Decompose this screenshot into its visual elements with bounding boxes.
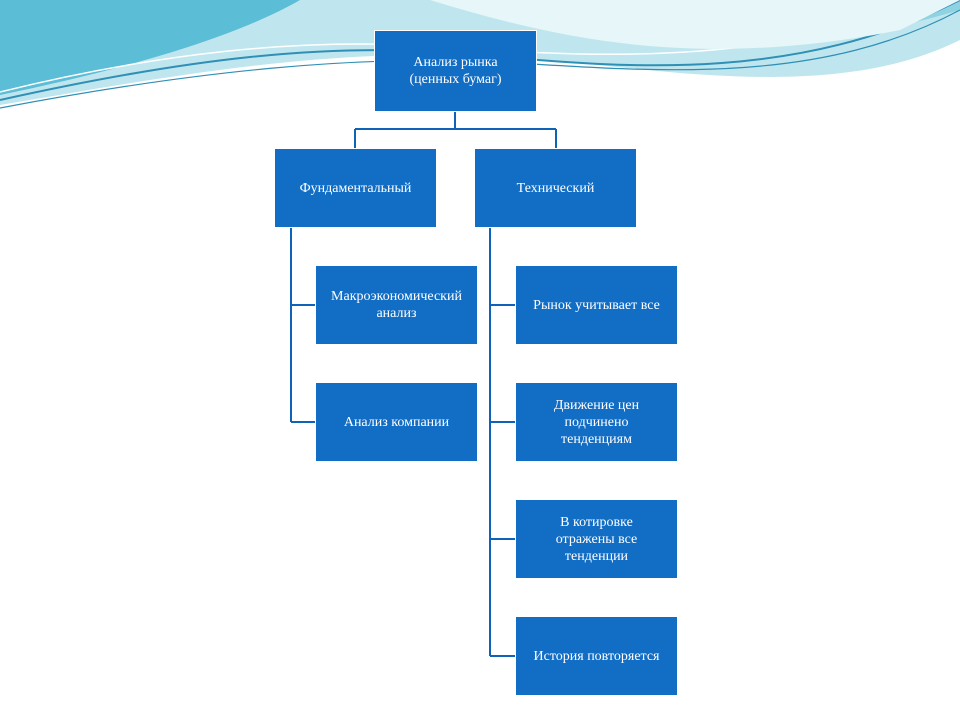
leaf-node-price-trends: Движение цен подчинено тенденциям bbox=[515, 382, 678, 462]
root-node: Анализ рынка (ценных бумаг) bbox=[374, 30, 537, 112]
wave-dark-band bbox=[0, 0, 300, 95]
leaf-node-history-repeats-label: История повторяется bbox=[533, 648, 660, 664]
wave-white-highlight bbox=[430, 0, 960, 49]
branch-node-fundamental-label: Фундаментальный bbox=[299, 180, 412, 196]
leaf-node-history-repeats: История повторяется bbox=[515, 616, 678, 696]
leaf-node-quote-trends-label: В котировке отражены все тенденции bbox=[555, 514, 638, 564]
root-node-label: Анализ рынка (ценных бумаг) bbox=[409, 55, 502, 87]
leaf-node-price-trends-label: Движение цен подчинено тенденциям bbox=[553, 397, 640, 447]
leaf-node-company-analysis: Анализ компании bbox=[315, 382, 478, 462]
leaf-node-macro-analysis: Макроэкономический анализ bbox=[315, 265, 478, 345]
leaf-node-company-analysis-label: Анализ компании bbox=[343, 414, 450, 430]
leaf-node-macro-analysis-label: Макроэкономический анализ bbox=[331, 289, 462, 321]
branch-node-fundamental: Фундаментальный bbox=[274, 148, 437, 228]
leaf-node-market-accounts: Рынок учитывает все bbox=[515, 265, 678, 345]
branch-node-technical: Технический bbox=[474, 148, 637, 228]
leaf-node-market-accounts-label: Рынок учитывает все bbox=[533, 297, 660, 313]
leaf-node-quote-trends: В котировке отражены все тенденции bbox=[515, 499, 678, 579]
branch-node-technical-label: Технический bbox=[516, 180, 595, 196]
